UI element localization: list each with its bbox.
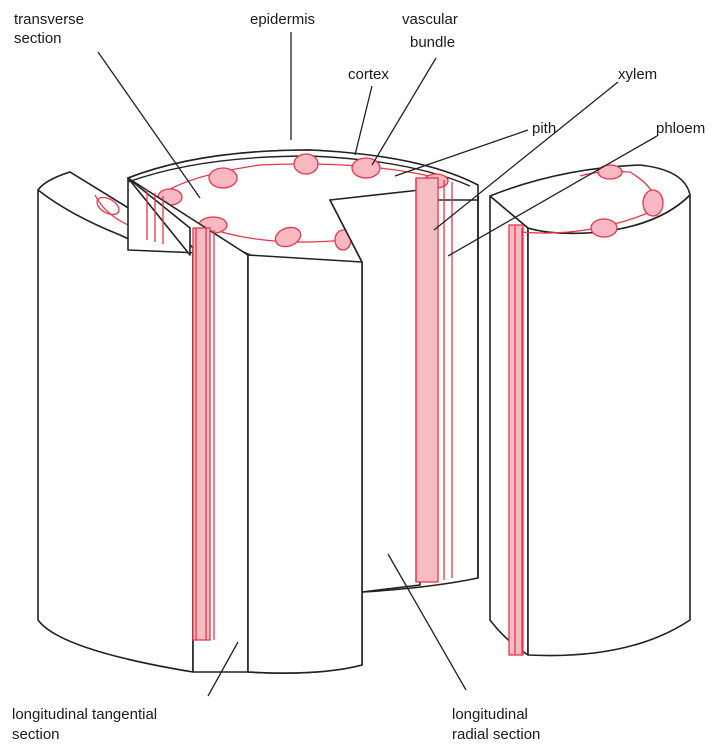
right-block	[490, 165, 690, 656]
leader-pith	[395, 130, 528, 176]
label-longitudinal-tangential-line1: longitudinal tangential	[12, 706, 157, 723]
label-longitudinal-radial-line1: longitudinal	[452, 706, 528, 723]
right-block-body	[528, 195, 690, 656]
label-phloem: phloem	[656, 120, 705, 137]
vascular-bundle	[294, 154, 318, 174]
vascular-bundle	[591, 219, 617, 237]
label-pith: pith	[532, 120, 556, 137]
right-xylem-strip	[509, 225, 523, 655]
vascular-bundle	[643, 190, 663, 216]
label-vascular-bundle-line1: vascular	[402, 11, 458, 28]
label-vascular-bundle-line2: bundle	[410, 34, 455, 51]
label-transverse-section-line1: transverse	[14, 11, 84, 28]
label-epidermis: epidermis	[250, 11, 315, 28]
vascular-bundle	[352, 158, 380, 178]
label-xylem: xylem	[618, 66, 657, 83]
label-longitudinal-tangential-line2: section	[12, 726, 60, 743]
vascular-bundle	[209, 168, 237, 188]
label-longitudinal-radial-line2: radial section	[452, 726, 540, 743]
label-cortex: cortex	[348, 66, 389, 83]
central-front-curve	[248, 255, 362, 673]
leader-cortex	[355, 86, 372, 155]
label-transverse-section-line2: section	[14, 30, 62, 47]
xylem-strip	[416, 178, 438, 582]
